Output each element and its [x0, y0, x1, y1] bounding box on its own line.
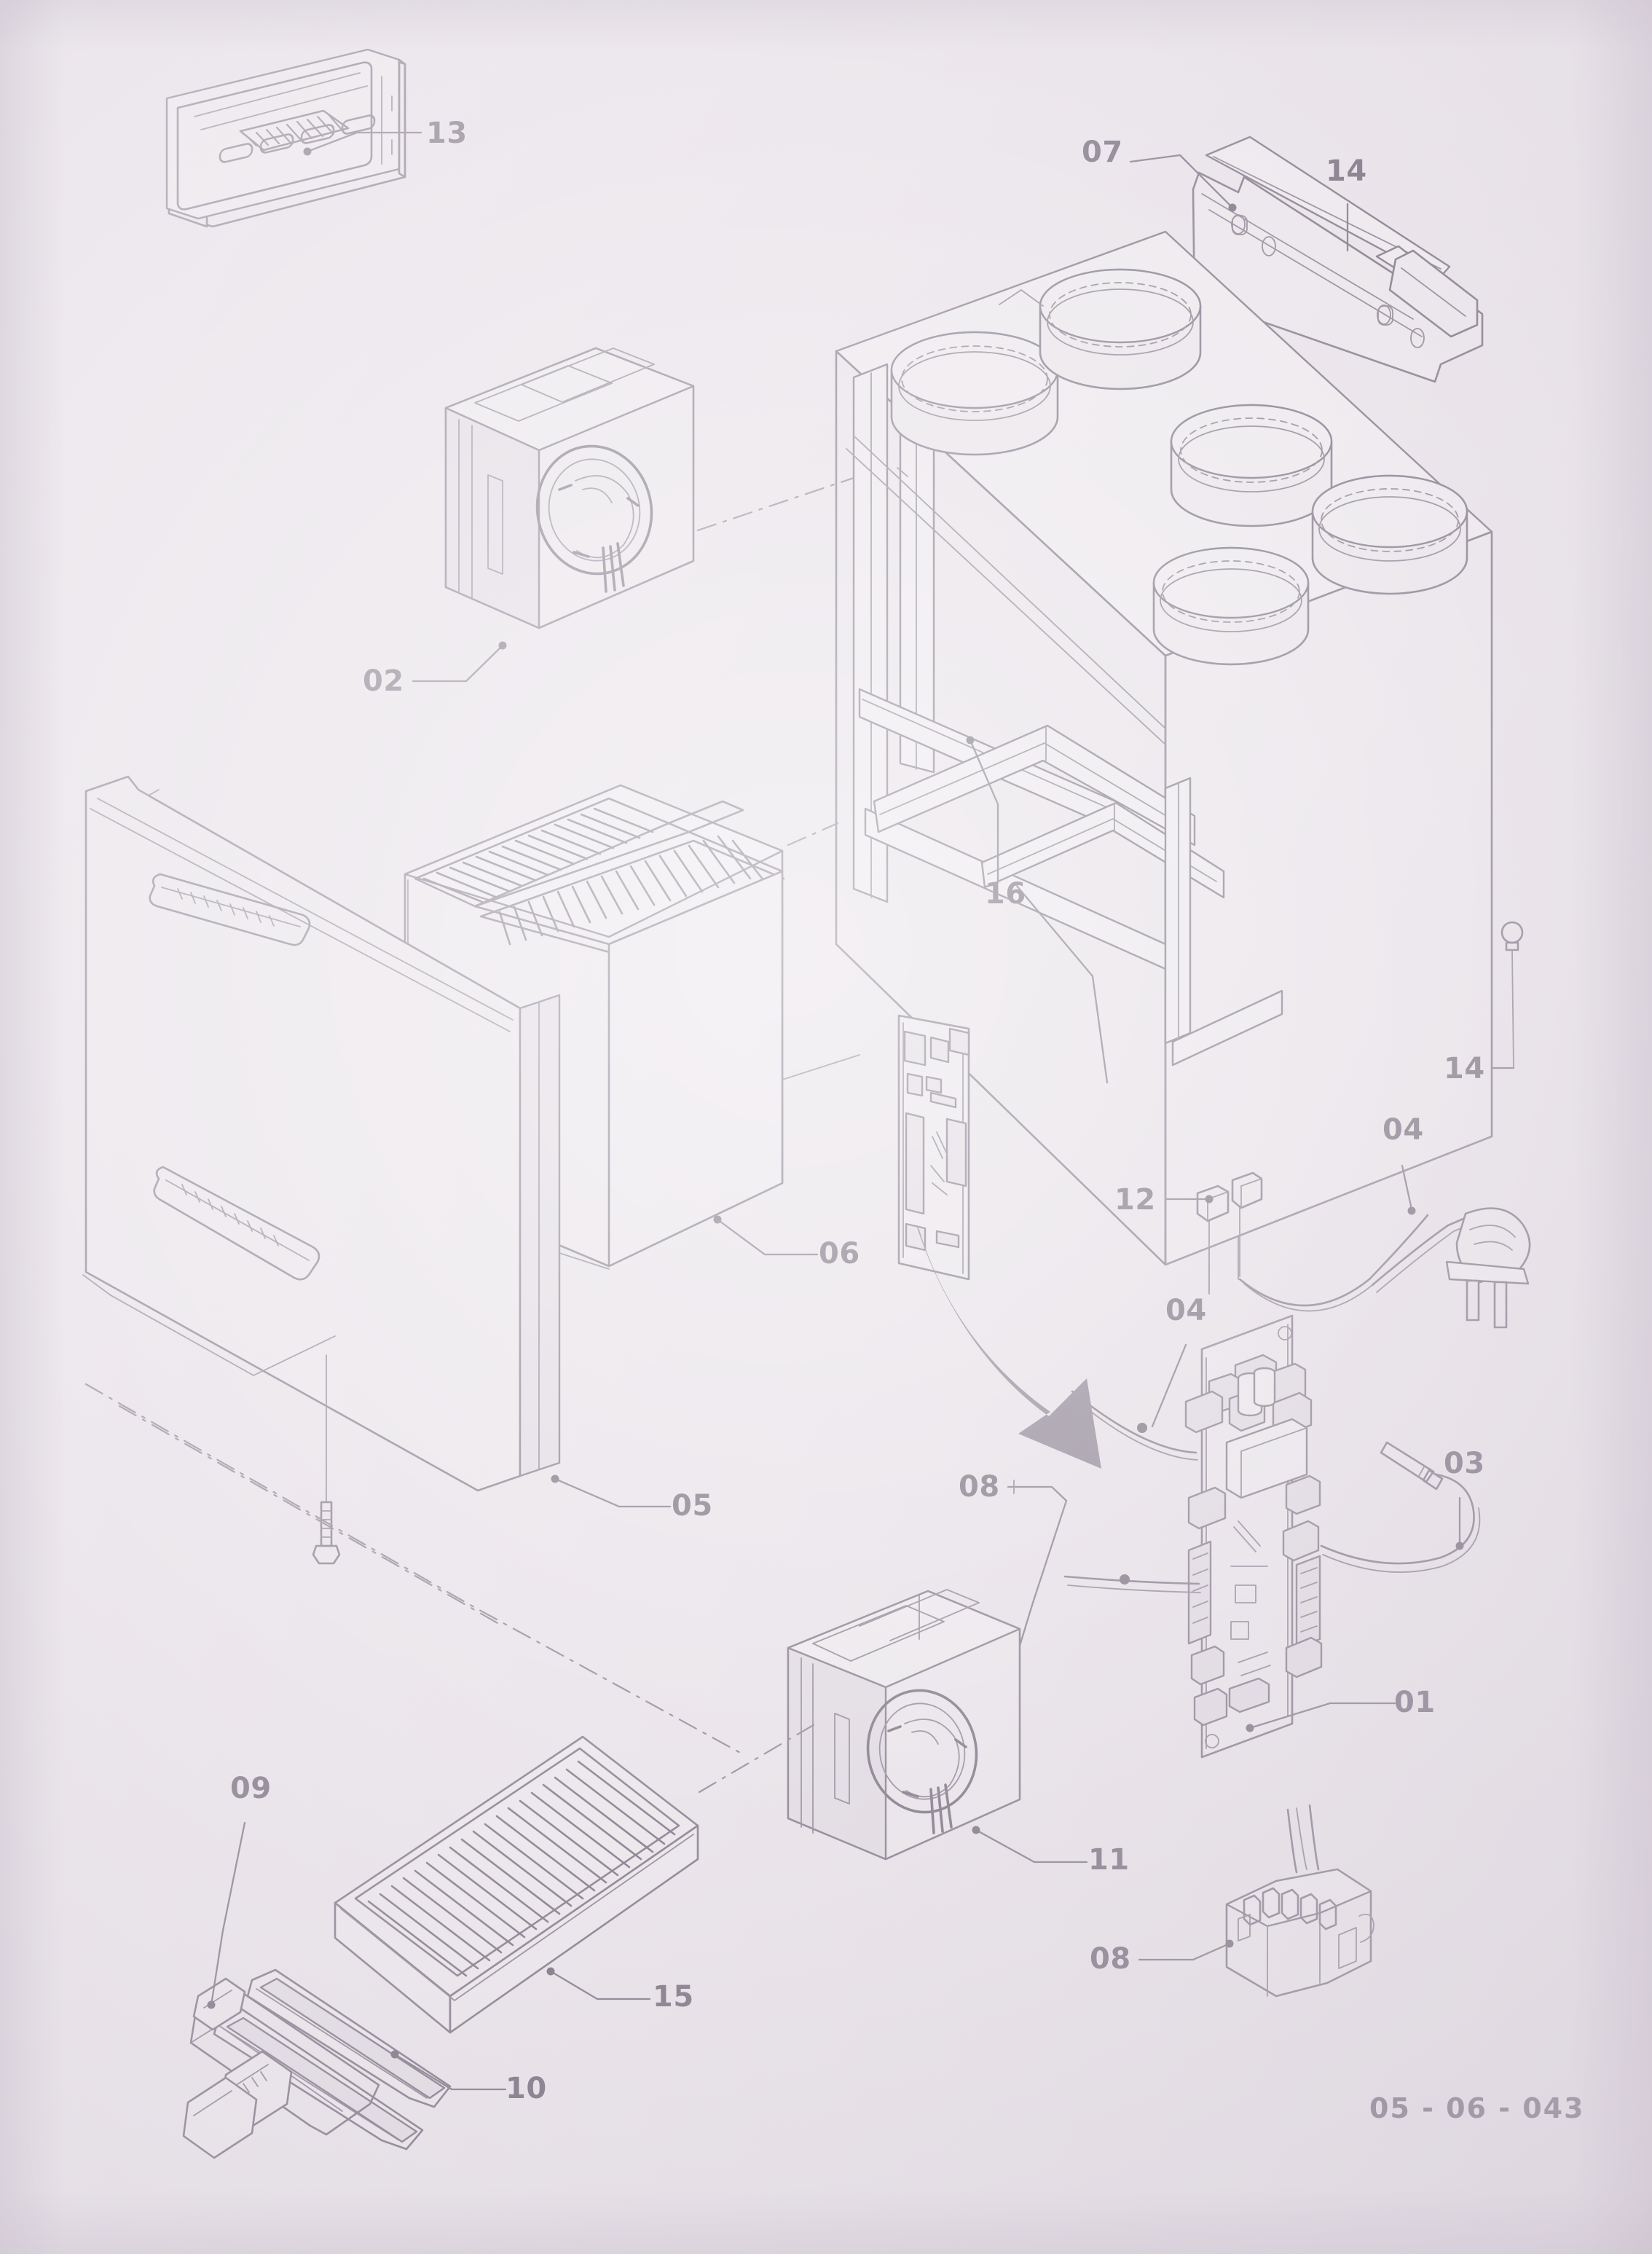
part-10-filter-rails: [182, 1821, 507, 2159]
part-13-control-panel: [165, 48, 422, 228]
part-11-extract-fan: [787, 1589, 1088, 1864]
callout-label-09: 09: [230, 1772, 272, 1805]
part-04-power-cord: [1371, 1164, 1531, 1329]
callout-label-08: 08: [959, 1470, 1000, 1504]
part-02-supply-fan: [412, 347, 868, 683]
callout-label-14: 14: [1326, 154, 1367, 188]
duct-spigots: [890, 268, 1468, 666]
secondary-pcb: [897, 1014, 970, 1281]
callout-label-11: 11: [1088, 1843, 1130, 1877]
callout-label-05: 05: [672, 1489, 713, 1523]
callout-label-06: 06: [819, 1237, 860, 1271]
part-12-grommets: [1165, 1171, 1263, 1295]
leader-16: [966, 736, 999, 884]
assembly-direction-arrow: [916, 1225, 1101, 1469]
callout-label-02: 02: [363, 664, 404, 698]
callout-label-01: 01: [1394, 1686, 1436, 1719]
callout-label-08b: 08: [1090, 1942, 1131, 1976]
part-05-front-door: [82, 775, 744, 1756]
wiring-harness: [989, 1343, 1201, 1743]
drawing-number: 05 - 06 - 043: [1369, 2092, 1585, 2124]
callout-label-12: 12: [1114, 1183, 1156, 1217]
part-01-main-pcb: [1184, 1314, 1397, 1759]
callout-label-15: 15: [653, 1980, 694, 2014]
part-15-pleated-filter: [334, 1722, 817, 2034]
part-03-sensor: [1320, 1441, 1481, 1573]
callout-label-16: 16: [985, 877, 1026, 911]
part-08b-terminal-block: [1138, 1804, 1374, 1998]
callout-label-10: 10: [506, 2072, 547, 2105]
callout-label-07: 07: [1082, 136, 1123, 169]
callout-label-04b: 04: [1165, 1294, 1207, 1327]
callout-label-14b: 14: [1444, 1052, 1485, 1085]
part-14b-fixing-screw: [1492, 921, 1524, 1069]
callout-label-04: 04: [1382, 1113, 1424, 1147]
leader-16-b: [1015, 884, 1109, 1084]
callout-label-13: 13: [426, 117, 468, 150]
callout-label-03: 03: [1444, 1447, 1485, 1480]
